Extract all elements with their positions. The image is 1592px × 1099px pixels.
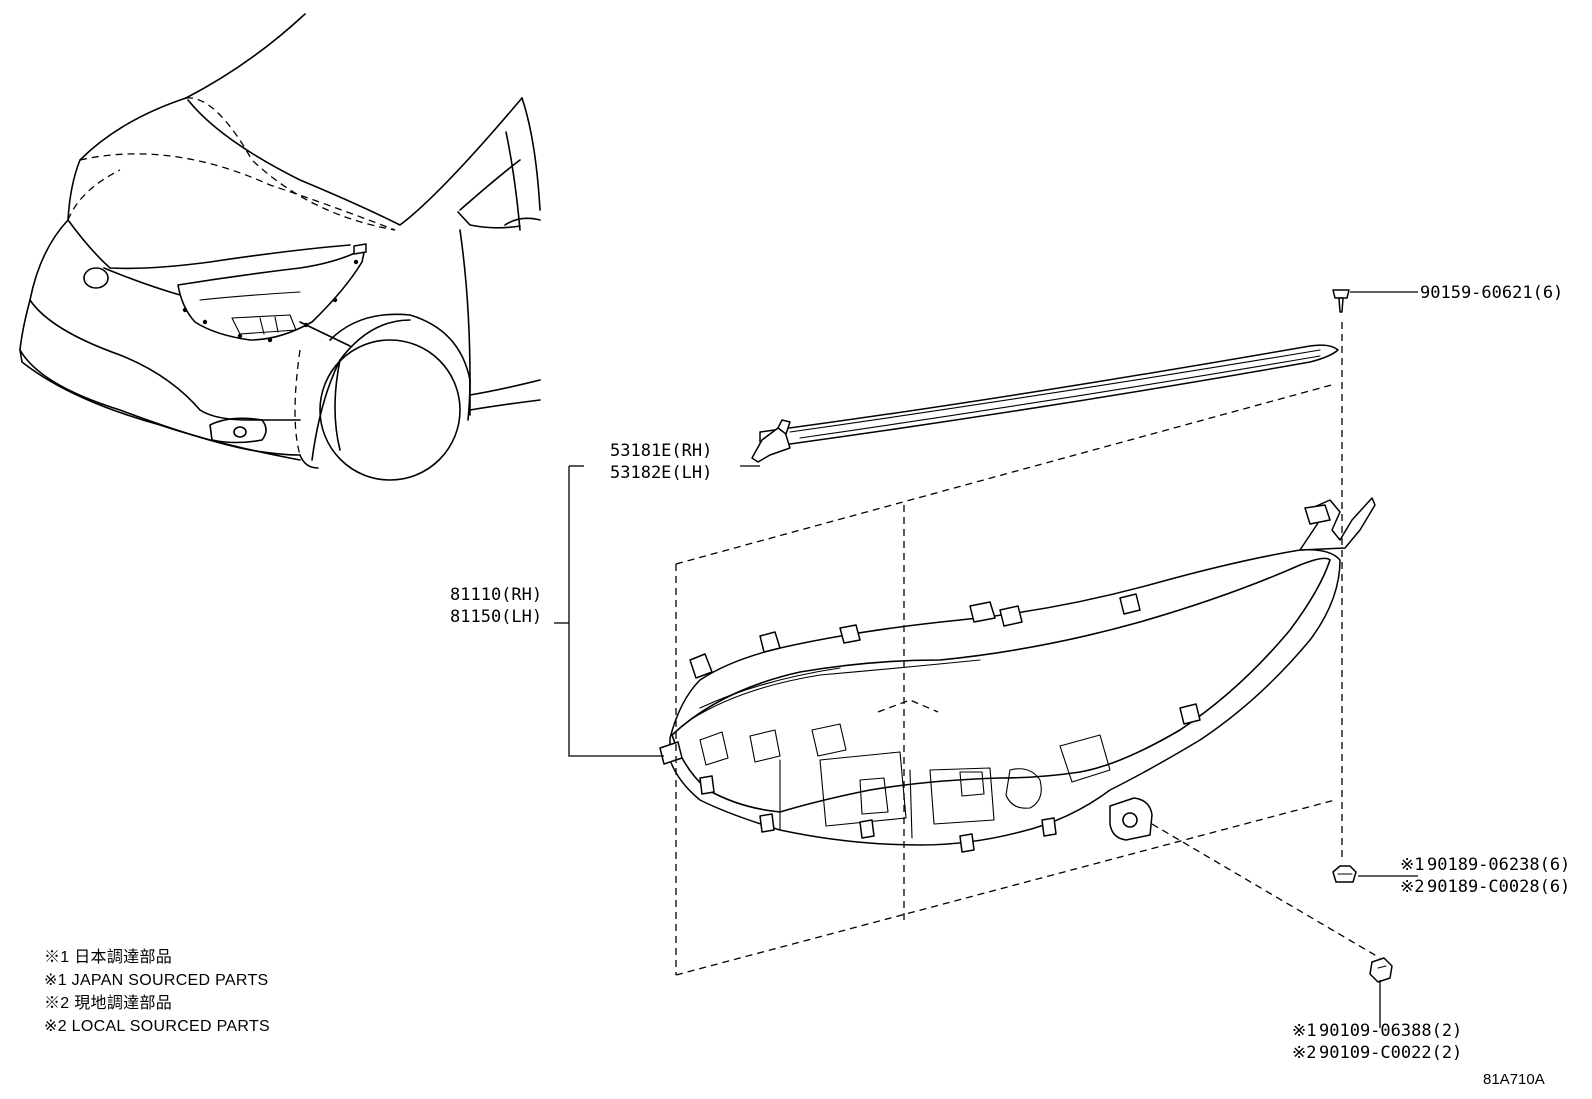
- screw-part-number: 90159-60621(6): [1420, 283, 1563, 303]
- bolt-part-number-2: 90109-C0022(2): [1319, 1043, 1462, 1063]
- headlamp-rh-label: 81110(RH): [450, 585, 542, 605]
- screw-top-fastener: [1332, 289, 1350, 313]
- clip-part-number-2: 90189-C0028(6): [1427, 877, 1570, 897]
- headlamp-lh-label: 81150(LH): [450, 607, 542, 627]
- clip-mark-1: ※1: [1400, 855, 1424, 875]
- note-local-sourced-jp: ※2 現地調達部品: [44, 994, 172, 1012]
- note-japan-sourced-jp: ※1 日本調達部品: [44, 948, 172, 966]
- note-local-sourced-en: ※2 LOCAL SOURCED PARTS: [44, 1018, 270, 1035]
- bolt-mark-2: ※2: [1292, 1043, 1316, 1063]
- garnish-lh-label: 53182E(LH): [610, 463, 712, 483]
- clip-fastener: [1332, 865, 1357, 883]
- garnish-rh-label: 53181E(RH): [610, 441, 712, 461]
- leader-lines: [554, 291, 1418, 1028]
- vehicle-front-illustration: [19, 13, 541, 481]
- bolt-mark-1: ※1: [1292, 1021, 1316, 1041]
- assembly-alignment-lines: [675, 322, 1381, 976]
- bolt-fastener: [1369, 957, 1393, 983]
- note-japan-sourced-en: ※1 JAPAN SOURCED PARTS: [44, 972, 269, 989]
- headlamp-garnish-part: [751, 344, 1339, 463]
- bolt-part-number-1: 90109-06388(2): [1319, 1021, 1462, 1041]
- figure-code: 81A710A: [1483, 1071, 1545, 1088]
- clip-part-number-1: 90189-06238(6): [1427, 855, 1570, 875]
- clip-mark-2: ※2: [1400, 877, 1424, 897]
- headlamp-assembly-part: [659, 497, 1376, 853]
